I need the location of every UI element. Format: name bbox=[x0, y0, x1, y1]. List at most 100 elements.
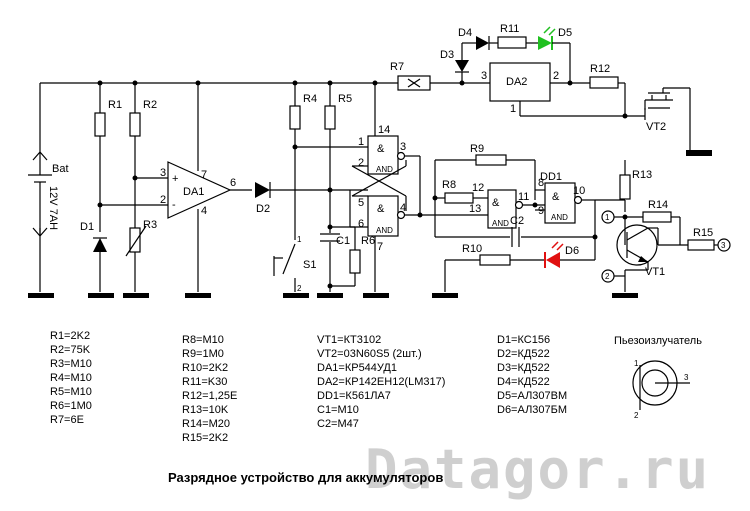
r14-label: R14 bbox=[648, 199, 668, 211]
latch-wiring bbox=[330, 155, 488, 228]
part-spec-item: DD1=К561ЛА7 bbox=[317, 390, 391, 402]
da1-label: DA1 bbox=[183, 186, 204, 198]
part-spec-item: DA1=КР544УД1 bbox=[317, 362, 397, 374]
svg-text:3: 3 bbox=[400, 141, 406, 153]
part-spec-item: D1=КС156 bbox=[497, 334, 551, 346]
resistor-r9: R9 bbox=[434, 143, 536, 237]
part-spec-item: D4=КД522 bbox=[497, 376, 550, 388]
svg-text:&: & bbox=[492, 197, 500, 209]
vt2-label: VT2 bbox=[646, 121, 666, 133]
part-spec-item: R10=2K2 bbox=[182, 362, 229, 374]
resistor-r10: R10 bbox=[432, 243, 545, 298]
part-spec-item: R1=2K2 bbox=[50, 330, 91, 342]
part-spec-item: C2=M47 bbox=[317, 418, 359, 430]
resistor-r2: R2 bbox=[129, 83, 157, 228]
svg-text:2: 2 bbox=[160, 194, 166, 206]
svg-text:1: 1 bbox=[358, 136, 364, 148]
svg-text:3: 3 bbox=[160, 167, 166, 179]
part-spec-item: R11=K30 bbox=[182, 376, 228, 388]
resistor-r15: R15 bbox=[687, 227, 718, 251]
svg-text:AND: AND bbox=[551, 213, 568, 222]
svg-text:&: & bbox=[552, 191, 560, 203]
svg-text:&: & bbox=[377, 203, 385, 215]
svg-text:12: 12 bbox=[472, 182, 484, 194]
part-spec-item: VT1=КТ3102 bbox=[317, 334, 382, 346]
r15-label: R15 bbox=[693, 227, 713, 239]
svg-text:3: 3 bbox=[721, 241, 726, 250]
battery-rating: 12V 7AH bbox=[47, 186, 59, 230]
resistor-r12: R12 bbox=[589, 63, 626, 116]
svg-text:13: 13 bbox=[469, 203, 481, 215]
svg-text:14: 14 bbox=[378, 124, 390, 136]
transistor-vt1: VT1 bbox=[612, 217, 688, 298]
r10-label: R10 bbox=[462, 243, 482, 255]
svg-text:AND: AND bbox=[492, 219, 509, 228]
connector-pins: 1 2 3 bbox=[601, 210, 731, 283]
svg-text:5: 5 bbox=[358, 197, 364, 209]
svg-text:7: 7 bbox=[377, 241, 383, 253]
r9-label: R9 bbox=[470, 143, 484, 155]
page-title: Разрядное устройство для аккумуляторов bbox=[168, 470, 443, 485]
part-spec-item: R9=1M0 bbox=[182, 348, 224, 360]
part-spec-item: R6=1M0 bbox=[50, 400, 92, 412]
svg-text:3: 3 bbox=[481, 70, 487, 82]
part-spec-item: D5=АЛ307ВМ bbox=[497, 390, 568, 402]
piezo-symbol: Пьезоизлучатель 1 2 3 bbox=[614, 335, 702, 420]
svg-text:11: 11 bbox=[518, 191, 529, 203]
battery-name: Bat bbox=[52, 163, 69, 175]
vt1-label: VT1 bbox=[645, 266, 665, 278]
r6-label: R6 bbox=[361, 235, 375, 247]
svg-text:+: + bbox=[172, 173, 178, 185]
part-spec-item: VT2=03N60S5 (2шт.) bbox=[317, 348, 422, 360]
dd1-label: DD1 bbox=[540, 171, 562, 183]
mosfet-vt2: VT2 bbox=[622, 87, 712, 156]
part-spec-item: DA2=КР142ЕН12(LM317) bbox=[317, 376, 446, 388]
r1-label: R1 bbox=[108, 99, 122, 111]
part-spec-item: R2=75K bbox=[50, 344, 91, 356]
svg-text:4: 4 bbox=[400, 202, 406, 214]
led-d5: D5 bbox=[538, 26, 572, 83]
svg-text:6: 6 bbox=[358, 218, 364, 230]
svg-text:1: 1 bbox=[634, 359, 639, 368]
capacitor-c2: C2 bbox=[435, 215, 595, 247]
d3-label: D3 bbox=[440, 49, 454, 61]
regulator-da2: DA2 3 2 1 bbox=[481, 62, 625, 117]
part-spec-item: R5=M10 bbox=[50, 386, 92, 398]
top-rail bbox=[39, 80, 490, 150]
svg-text:8: 8 bbox=[538, 177, 544, 189]
watermark: Datagor.ru bbox=[365, 438, 710, 501]
switch-s1: S1 1 2 bbox=[273, 235, 316, 298]
resistor-r1: R1 bbox=[94, 83, 122, 232]
r12-label: R12 bbox=[590, 63, 610, 75]
svg-text:6: 6 bbox=[230, 177, 236, 189]
nand-gate-upper: & AND 14 1 2 3 bbox=[358, 83, 406, 175]
r3-label: R3 bbox=[143, 219, 157, 231]
r7-label: R7 bbox=[390, 61, 404, 73]
part-spec-item: D6=АЛ307БМ bbox=[497, 404, 568, 416]
d4-label: D4 bbox=[458, 27, 472, 39]
r8-label: R8 bbox=[442, 179, 456, 191]
svg-text:4: 4 bbox=[201, 205, 207, 217]
nand-gate-lower: & AND 6 5 4 7 bbox=[358, 195, 406, 298]
d6-label: D6 bbox=[565, 245, 579, 257]
s1-label: S1 bbox=[303, 259, 316, 271]
resistor-r13: R13 bbox=[595, 160, 652, 220]
nand-gate-3: & AND 12 13 11 bbox=[469, 182, 545, 229]
piezo-title: Пьезоизлучатель bbox=[614, 335, 702, 347]
r11-label: R11 bbox=[500, 23, 519, 35]
diode-d4: D4 bbox=[458, 27, 498, 50]
resistor-r14: R14 bbox=[625, 199, 681, 245]
c1-label: C1 bbox=[336, 235, 350, 247]
r2-label: R2 bbox=[143, 99, 157, 111]
svg-text:&: & bbox=[377, 143, 385, 155]
part-spec-item: C1=M10 bbox=[317, 404, 359, 416]
trimmer-r3: R3 bbox=[123, 219, 157, 298]
nand-gate-4: & AND 8 9 10 DD1 bbox=[535, 171, 598, 240]
svg-text:1: 1 bbox=[510, 103, 516, 115]
resistor-r11: R11 bbox=[497, 23, 538, 49]
